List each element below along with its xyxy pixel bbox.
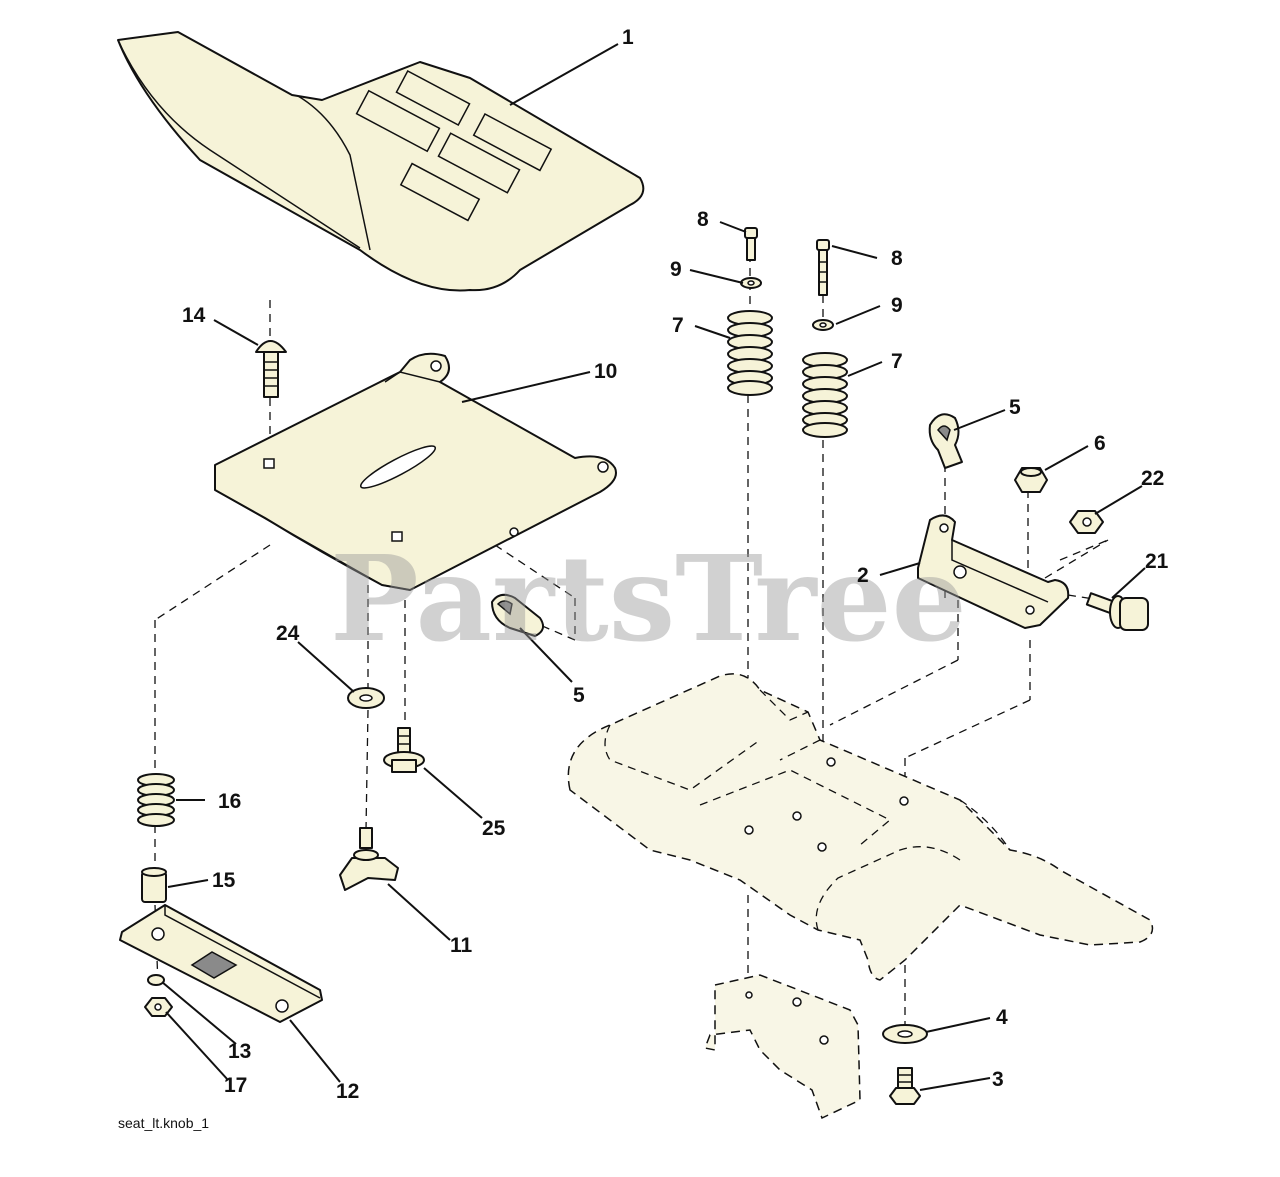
hex-nut <box>1014 467 1048 493</box>
washer-9-left <box>740 277 762 289</box>
carriage-bolt <box>255 340 287 398</box>
leader-lines <box>161 43 1146 1091</box>
locknut <box>1069 510 1104 534</box>
callout-11: 11 <box>450 934 473 957</box>
clip-right <box>928 413 963 469</box>
flange-bolt <box>1085 592 1149 631</box>
flange-nut <box>144 974 173 1017</box>
callout-17: 17 <box>224 1074 247 1097</box>
shoulder-bolt <box>383 727 425 773</box>
callout-13: 13 <box>228 1040 251 1063</box>
fender-frame <box>567 673 1154 1120</box>
callout-labels: 1 14 10 8 9 7 8 9 7 5 6 22 2 21 5 24 25 … <box>182 26 1169 1103</box>
watermark-text: PartsTree <box>330 529 967 668</box>
washer-9-right <box>812 319 834 331</box>
callout-21: 21 <box>1145 550 1169 573</box>
seat-pan <box>214 352 617 591</box>
adjustment-knob <box>339 827 399 891</box>
callout-22: 22 <box>1141 467 1164 490</box>
washer-24 <box>347 687 385 709</box>
callout-7-right: 7 <box>891 350 903 373</box>
spacer <box>141 867 167 903</box>
washer-4 <box>882 1024 928 1044</box>
callout-14: 14 <box>182 304 206 327</box>
callout-5-right: 5 <box>1009 396 1021 419</box>
figure-id-label: seat_lt.knob_1 <box>118 1115 209 1131</box>
callout-7-left: 7 <box>672 314 684 337</box>
callout-15: 15 <box>212 869 236 892</box>
seat-plate <box>119 904 323 1023</box>
callout-8-left: 8 <box>697 208 709 231</box>
callout-4: 4 <box>996 1006 1008 1029</box>
small-spring <box>137 773 175 827</box>
callout-12: 12 <box>336 1080 359 1103</box>
clip-left <box>491 593 545 637</box>
callout-25: 25 <box>482 817 506 840</box>
bolt-8-right <box>816 239 830 296</box>
callout-24: 24 <box>276 622 300 645</box>
hex-bolt-3 <box>889 1067 921 1105</box>
callout-1: 1 <box>622 26 634 49</box>
callout-10: 10 <box>594 360 617 383</box>
callout-2: 2 <box>857 564 869 587</box>
callout-6: 6 <box>1094 432 1106 455</box>
callout-5-left: 5 <box>573 684 585 707</box>
spring-7-left <box>727 310 773 396</box>
spring-7-right <box>802 352 848 438</box>
callout-3: 3 <box>992 1068 1004 1091</box>
bolt-8-left <box>744 227 758 261</box>
seat-bracket <box>917 514 1070 629</box>
callout-16: 16 <box>218 790 241 813</box>
callout-9-left: 9 <box>670 258 682 281</box>
callout-8-right: 8 <box>891 247 903 270</box>
seat <box>117 31 645 292</box>
callout-9-right: 9 <box>891 294 903 317</box>
